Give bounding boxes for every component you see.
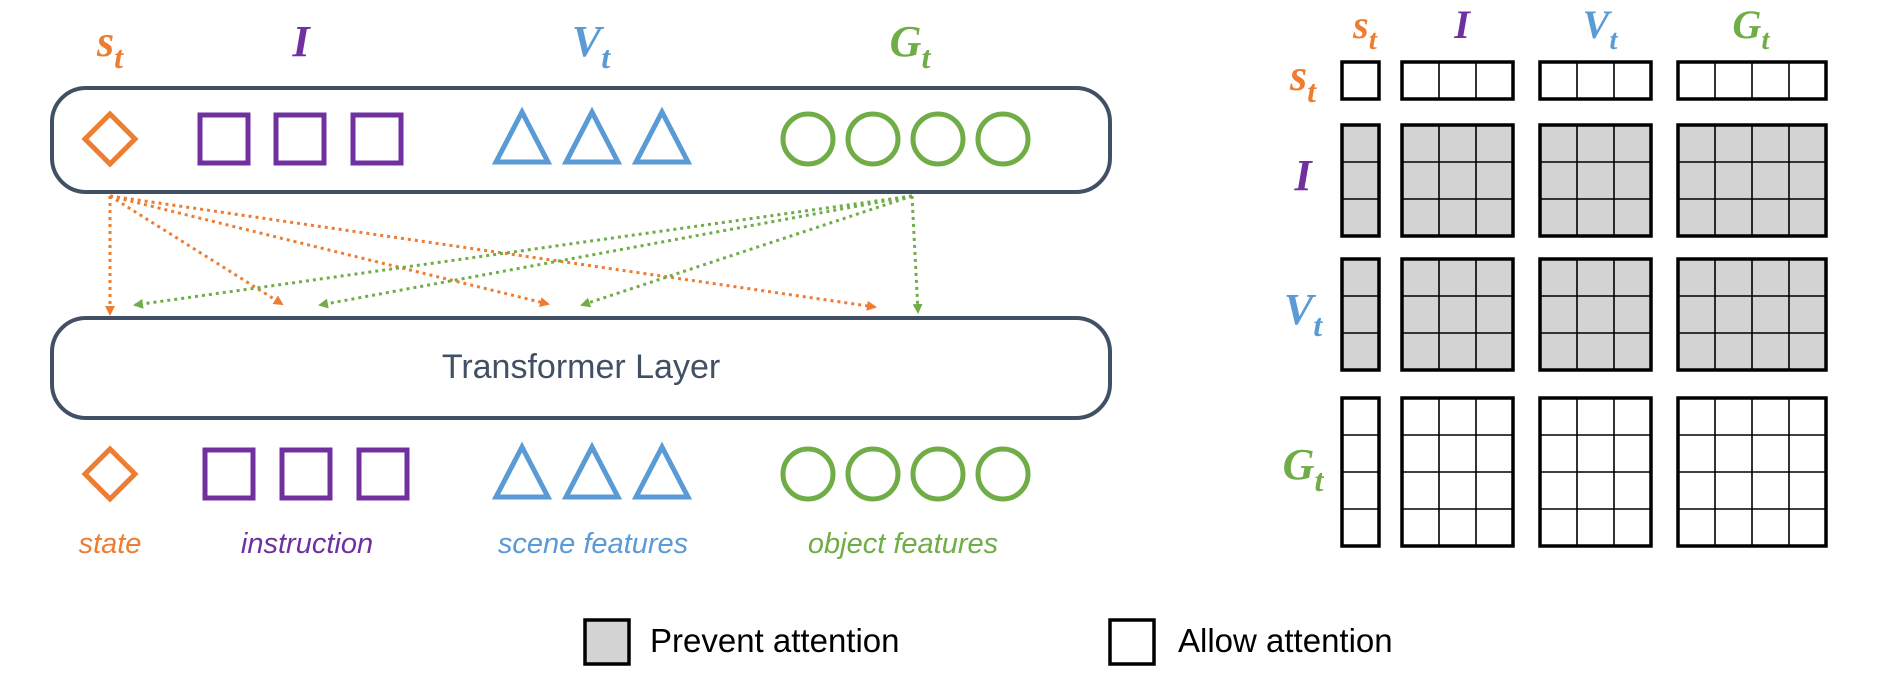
attention-arrow-state-to-scene <box>109 194 550 307</box>
triangle-icon <box>631 441 693 500</box>
token-diagram: st I Vt Gt Transformer Layer state instructi… <box>50 17 1112 560</box>
mask-block-frame <box>1538 257 1653 372</box>
square-icon <box>350 112 404 166</box>
legend-prevent-label: Prevent attention <box>650 622 900 659</box>
circle-icon <box>910 111 966 167</box>
mask-block-scene-scene <box>1538 257 1653 372</box>
symbol-scene: Vt <box>572 17 611 75</box>
square-icon <box>273 112 327 166</box>
mask-block-instruction-object <box>1676 123 1828 238</box>
mask-row-label-instruction: I <box>1293 151 1313 200</box>
circle-icon <box>845 111 901 167</box>
mask-block-frame <box>1400 123 1515 238</box>
mask-block-scene-instruction <box>1400 257 1515 372</box>
square-icon <box>279 447 333 501</box>
legend-allow-label: Allow attention <box>1178 622 1393 659</box>
transformer-layer-block <box>50 316 1112 420</box>
mask-block-state-instruction <box>1400 60 1515 101</box>
attention-arrow-state-to-object <box>109 194 877 311</box>
mask-row-label-scene: Vt <box>1284 285 1323 343</box>
triangle-icon <box>631 106 693 165</box>
mask-row-label-object: Gt <box>1283 440 1325 498</box>
mask-block-state-state <box>1340 60 1381 101</box>
diamond-icon <box>81 110 139 168</box>
mask-block-instruction-instruction <box>1400 123 1515 238</box>
mask-col-label-object: Gt <box>1733 2 1771 56</box>
attention-arrow-state-to-instruction <box>109 194 284 306</box>
circle-icon <box>975 111 1031 167</box>
circle-icon <box>780 446 836 502</box>
symbol-instruction: I <box>291 17 311 66</box>
circle-icon <box>910 446 966 502</box>
mask-block-instruction-scene <box>1538 123 1653 238</box>
transformer-layer-label: Transformer Layer <box>442 348 720 386</box>
mask-col-label-scene: Vt <box>1583 2 1619 56</box>
mask-block-scene-state <box>1340 257 1381 372</box>
diamond-icon <box>81 445 139 503</box>
triangle-icon <box>491 441 553 500</box>
mask-block-frame <box>1340 60 1381 101</box>
attention-arrows <box>105 194 923 316</box>
mask-col-label-instruction: I <box>1453 2 1471 47</box>
group-symbol-labels: st I Vt Gt <box>96 17 931 75</box>
mask-block-object-object <box>1676 396 1828 548</box>
mask-block-frame <box>1340 123 1381 238</box>
attention-arrow-object-to-object <box>910 195 923 314</box>
triangle-icon <box>491 106 553 165</box>
mask-block-frame <box>1340 257 1381 372</box>
symbol-state: st <box>96 17 124 75</box>
caption-object: object features <box>808 528 998 560</box>
token-captions: state instruction scene features object fea… <box>79 528 999 560</box>
mask-block-object-scene <box>1538 396 1653 548</box>
mask-block-frame <box>1538 60 1653 101</box>
legend-prevent-swatch <box>583 618 631 666</box>
mask-block-frame <box>1400 257 1515 372</box>
mask-block-state-object <box>1676 60 1828 101</box>
mask-block-scene-object <box>1676 257 1828 372</box>
triangle-icon <box>561 106 623 165</box>
caption-instruction: instruction <box>241 528 373 560</box>
circle-icon <box>780 111 836 167</box>
mask-block-object-state <box>1340 396 1381 548</box>
circle-icon <box>975 446 1031 502</box>
attention-arrow-object-to-instruction <box>318 194 913 309</box>
mask-block-frame <box>1538 123 1653 238</box>
legend-allow-swatch <box>1108 618 1156 666</box>
mask-block-instruction-state <box>1340 123 1381 238</box>
mask-row-label-state: st <box>1289 51 1317 109</box>
legend: Prevent attention Allow attention <box>583 618 1393 666</box>
mask-col-label-state: st <box>1352 2 1378 56</box>
circle-icon <box>845 446 901 502</box>
input-token-block <box>50 86 1112 194</box>
square-icon <box>356 447 410 501</box>
mask-block-object-instruction <box>1400 396 1515 548</box>
square-icon <box>202 447 256 501</box>
attention-arrow-object-to-scene <box>580 194 913 308</box>
input-tokens <box>81 106 1031 168</box>
attention-arrow-object-to-state <box>133 194 913 309</box>
triangle-icon <box>561 441 623 500</box>
output-tokens <box>81 441 1031 503</box>
caption-state: state <box>79 528 142 560</box>
square-icon <box>197 112 251 166</box>
caption-scene: scene features <box>498 528 688 560</box>
symbol-object: Gt <box>890 17 932 75</box>
mask-block-frame <box>1400 60 1515 101</box>
mask-block-state-scene <box>1538 60 1653 101</box>
